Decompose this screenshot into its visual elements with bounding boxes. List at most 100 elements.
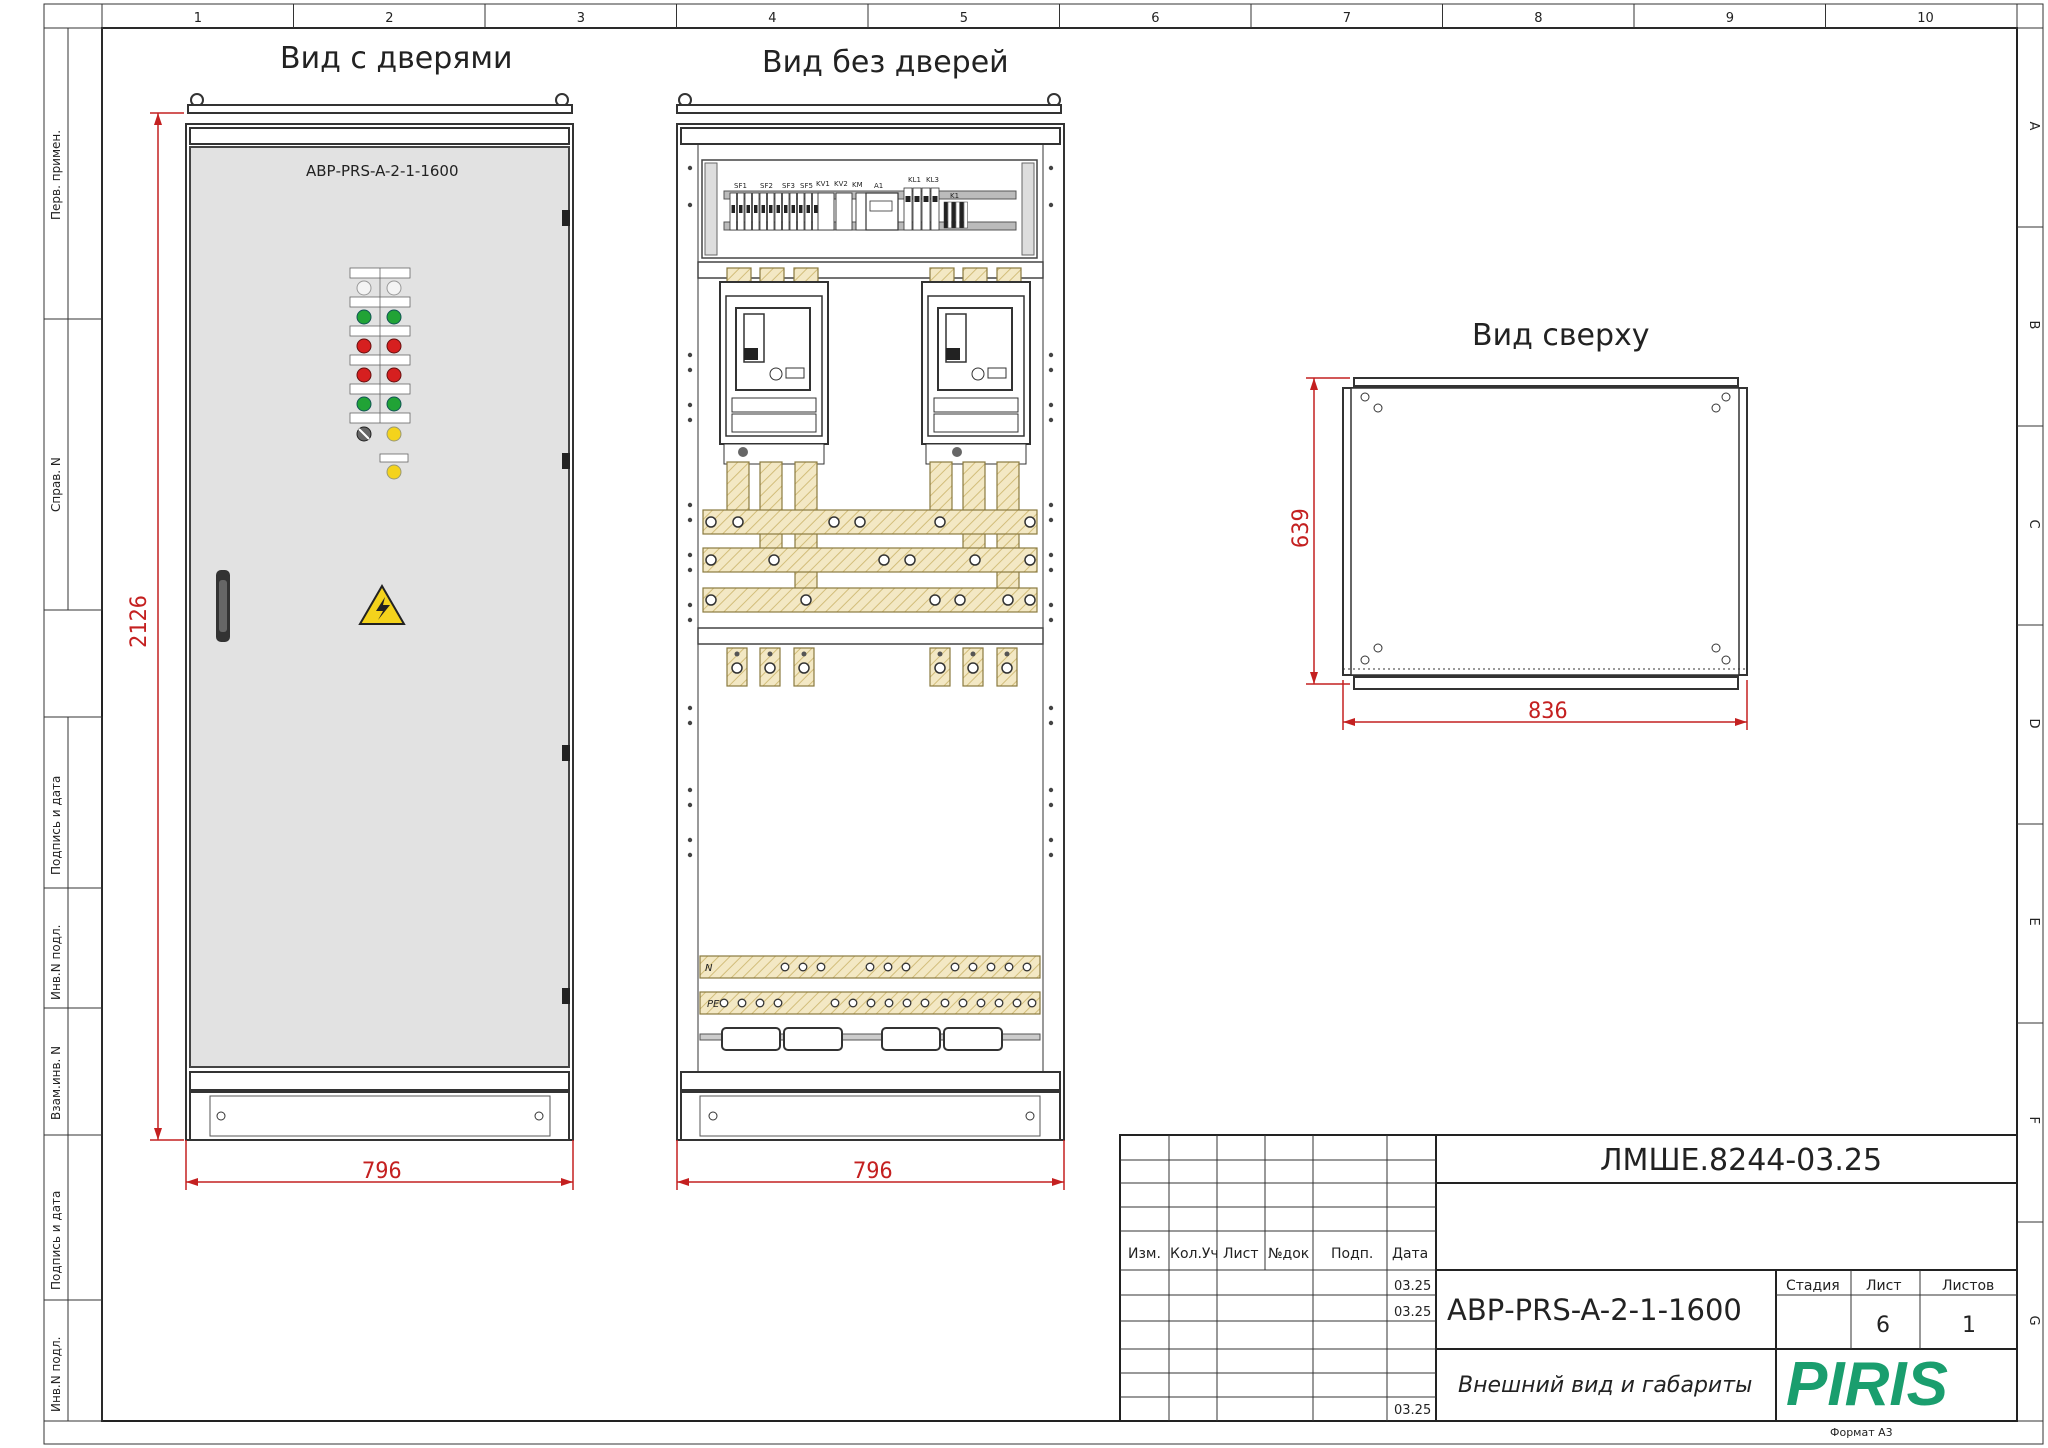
format-label: Формат А3 bbox=[1830, 1426, 1893, 1439]
lamp-green-1 bbox=[356, 309, 372, 325]
title-block: ЛМШЕ.8244-03.25 Изм. Кол.Уч Лист №док По… bbox=[1119, 1134, 2018, 1422]
row-label-D: D bbox=[2026, 719, 2041, 729]
warning-icon bbox=[358, 584, 406, 625]
header-data: Дата bbox=[1392, 1246, 1428, 1262]
label-k1: K1 bbox=[950, 192, 959, 200]
lamp-white-1 bbox=[356, 280, 372, 296]
column-label-10: 10 bbox=[1917, 11, 1934, 26]
dimension-depth-top-label: 639 bbox=[1289, 508, 1314, 548]
column-ruler: 1 2 3 4 5 6 7 8 9 10 bbox=[101, 4, 2018, 29]
date-3: 03.25 bbox=[1394, 1403, 1431, 1418]
column-label-9: 9 bbox=[1726, 11, 1734, 26]
side-label-3: Подпись и дата bbox=[49, 776, 63, 875]
date-1: 03.25 bbox=[1394, 1279, 1431, 1294]
header-ndok: №док bbox=[1268, 1246, 1309, 1262]
din-rail-terminals bbox=[699, 1027, 1041, 1051]
column-label-6: 6 bbox=[1151, 11, 1159, 26]
lamp-red-1 bbox=[356, 338, 372, 354]
lamp-red-4 bbox=[386, 367, 402, 383]
pe-busbar: PE bbox=[699, 991, 1041, 1015]
dimension-width-top: 836 bbox=[1342, 680, 1748, 730]
label-a1: A1 bbox=[874, 182, 883, 190]
sheets-value: 1 bbox=[1962, 1313, 1976, 1338]
dimension-height: 2126 bbox=[127, 112, 184, 1141]
label-kl3: KL3 bbox=[926, 176, 939, 184]
button-green-1[interactable] bbox=[356, 396, 372, 412]
lamp-red-2 bbox=[386, 338, 402, 354]
label-km: KM bbox=[852, 181, 863, 189]
circuit-breaker-2 bbox=[921, 267, 1031, 465]
side-label-4: Инв.N подл. bbox=[49, 925, 63, 1000]
label-sf5: SF5 bbox=[800, 182, 813, 190]
row-label-F: F bbox=[2026, 1117, 2041, 1124]
sheet-value: 6 bbox=[1876, 1313, 1890, 1338]
dimension-width-front: 796 bbox=[185, 1140, 574, 1190]
dimension-width-open-label: 796 bbox=[853, 1159, 893, 1184]
side-label-7: Инв.N подл. bbox=[49, 1337, 63, 1412]
label-sf1: SF1 bbox=[734, 182, 747, 190]
column-label-1: 1 bbox=[194, 11, 202, 26]
row-label-G: G bbox=[2026, 1316, 2041, 1326]
company-logo: PIRIS bbox=[1786, 1350, 1948, 1419]
outgoing-terminals bbox=[726, 647, 1018, 687]
sheet-description: Внешний вид и габариты bbox=[1458, 1373, 1752, 1398]
header-kol-uch: Кол.Уч bbox=[1170, 1246, 1219, 1262]
column-label-8: 8 bbox=[1534, 11, 1542, 26]
column-label-3: 3 bbox=[577, 11, 585, 26]
side-label-1: Перв. примен. bbox=[49, 130, 63, 220]
component-labels: SF1 SF2 SF3 SF5 KV1 KV2 KM A1 KL1 KL3 K1 bbox=[734, 176, 959, 200]
door-label: АВР-PRS-A-2-1-1600 bbox=[306, 162, 459, 180]
header-izm: Изм. bbox=[1128, 1246, 1161, 1262]
side-label-6: Подпись и дата bbox=[49, 1191, 63, 1290]
stage-label: Стадия bbox=[1786, 1278, 1840, 1294]
view-title-with-doors: Вид с дверями bbox=[280, 41, 513, 76]
header-podp: Подп. bbox=[1331, 1246, 1373, 1262]
label-sf3: SF3 bbox=[782, 182, 795, 190]
lamp-white-2 bbox=[386, 280, 402, 296]
busbar-n-label: N bbox=[705, 963, 713, 974]
label-kv1: KV1 bbox=[816, 180, 830, 188]
column-label-4: 4 bbox=[768, 11, 776, 26]
label-kv2: KV2 bbox=[834, 180, 848, 188]
drawing-code: ЛМШЕ.8244-03.25 bbox=[1600, 1143, 1882, 1178]
dimension-width-open: 796 bbox=[676, 1140, 1065, 1190]
horizontal-busbars bbox=[702, 509, 1038, 613]
busbar-pe-label: PE bbox=[707, 999, 720, 1010]
indicator-panel bbox=[349, 267, 411, 480]
circuit-breaker-1 bbox=[719, 267, 829, 465]
dimension-height-label: 2126 bbox=[127, 595, 152, 648]
button-green-2[interactable] bbox=[386, 396, 402, 412]
lamp-yellow-1 bbox=[386, 426, 402, 442]
dimension-width-front-label: 796 bbox=[362, 1159, 402, 1184]
side-label-2: Справ. N bbox=[49, 457, 63, 512]
view-title-top: Вид сверху bbox=[1472, 318, 1650, 353]
column-label-5: 5 bbox=[960, 11, 968, 26]
cabinet-closed: АВР-PRS-A-2-1-1600 bbox=[185, 93, 574, 1141]
sheet-label: Лист bbox=[1866, 1278, 1901, 1294]
row-label-C: C bbox=[2026, 520, 2041, 529]
lamp-yellow-2 bbox=[386, 464, 402, 480]
column-label-2: 2 bbox=[385, 11, 393, 26]
left-stamp: Перв. примен. Справ. N Подпись и дата Ин… bbox=[43, 27, 103, 1422]
side-label-5: Взам.инв. N bbox=[49, 1046, 63, 1120]
view-title-without-doors: Вид без дверей bbox=[762, 45, 1009, 80]
row-label-E: E bbox=[2026, 918, 2041, 926]
sheets-label: Листов bbox=[1942, 1278, 1994, 1294]
date-2: 03.25 bbox=[1394, 1305, 1431, 1320]
row-label-B: B bbox=[2026, 321, 2041, 330]
cabinet-top-view bbox=[1342, 377, 1748, 690]
dimension-width-top-label: 836 bbox=[1528, 699, 1568, 724]
lamp-red-3 bbox=[356, 367, 372, 383]
label-kl1: KL1 bbox=[908, 176, 921, 184]
header-list: Лист bbox=[1223, 1246, 1258, 1262]
lamp-green-2 bbox=[386, 309, 402, 325]
row-label-A: A bbox=[2026, 122, 2041, 131]
row-ruler: A B C D E F G bbox=[2017, 27, 2044, 1422]
product-name: АВР-PRS-A-2-1-1600 bbox=[1447, 1293, 1742, 1327]
column-label-7: 7 bbox=[1343, 11, 1351, 26]
label-sf2: SF2 bbox=[760, 182, 773, 190]
cabinet-open: SF1 SF2 SF3 SF5 KV1 KV2 KM A1 KL1 KL3 K1 bbox=[676, 93, 1065, 1141]
neutral-busbar: N bbox=[699, 955, 1041, 979]
dimension-depth-top: 639 bbox=[1289, 377, 1350, 685]
